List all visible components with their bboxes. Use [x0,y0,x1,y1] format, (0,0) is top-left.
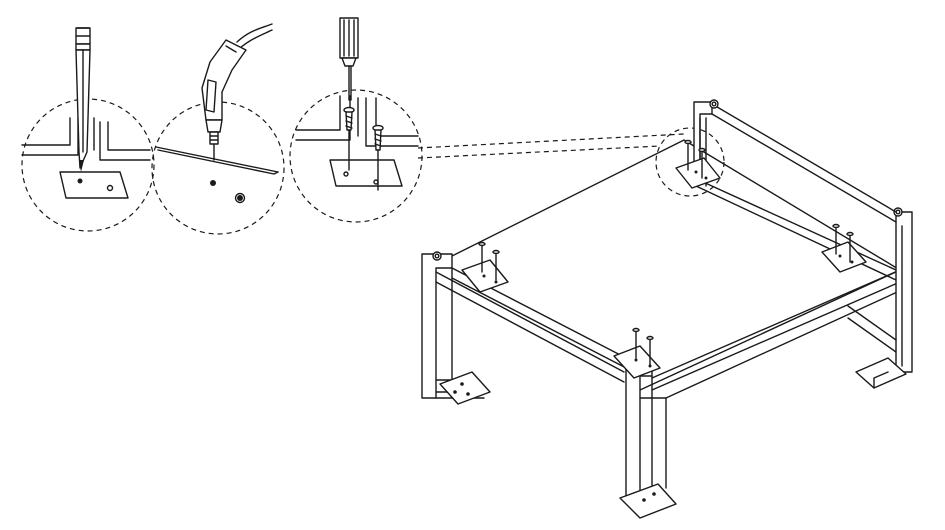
detail-drill-holes [151,23,285,235]
frame-corner-detail-1 [21,117,151,199]
detail-fasten-screws [289,17,423,223]
foot-plate-left [439,371,491,405]
foot-plate-back [855,357,907,389]
mounting-plate-front-left [461,241,509,293]
mounting-plate-1 [59,171,129,199]
mounting-plate-front-right [613,327,661,379]
mounting-plate-back-right [821,223,867,273]
detail-circle-3 [289,89,423,223]
foot-plate-right [619,483,677,519]
mounting-plate-3 [329,159,403,187]
frame-back [689,99,897,281]
table-top-outline [439,139,901,391]
plate-detail-2 [155,146,279,204]
leg-front-right [619,357,677,519]
frame-corner-detail-3 [295,95,419,187]
drill-icon [201,23,273,161]
leg-front-left [421,251,491,405]
screw-icon [372,124,384,191]
leg-back-right [847,207,913,389]
screw-icon [343,106,355,171]
detail-mark-holes [21,27,155,232]
pencil-icon [75,27,91,172]
mounting-plate-back-left [675,139,721,189]
callout-circle [655,127,725,197]
callout-leader [417,127,725,197]
table-frame [421,99,913,519]
screwdriver-icon [339,17,359,101]
